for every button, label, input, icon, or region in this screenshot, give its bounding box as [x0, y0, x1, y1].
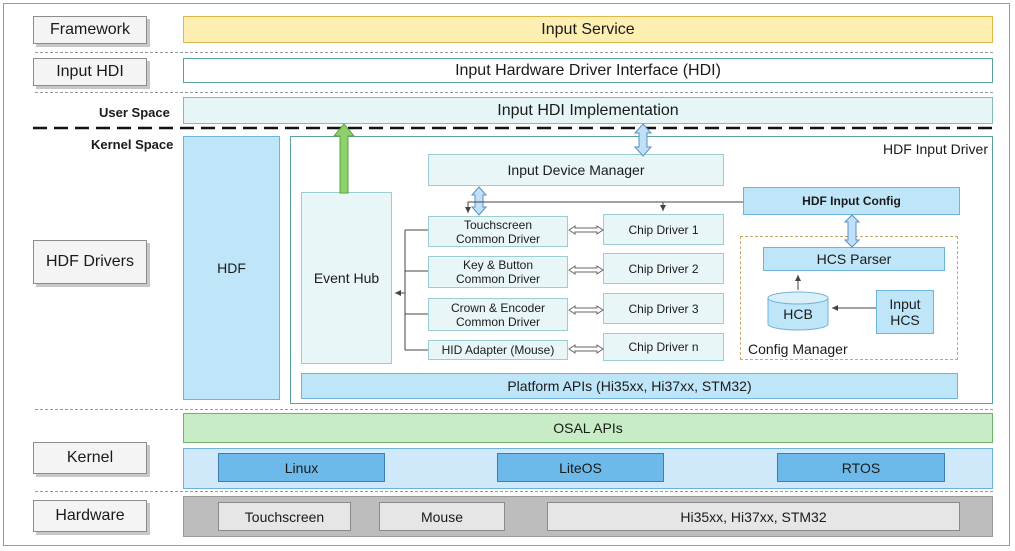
diagram-frame	[3, 3, 1010, 546]
driver-chip-link-2	[568, 265, 604, 275]
user-space-label: User Space	[99, 105, 170, 120]
hdi-interface-box: Input Hardware Driver Interface (HDI)	[183, 58, 993, 83]
kernel-space-label: Kernel Space	[91, 137, 174, 152]
input-hcs-box: Input HCS	[876, 290, 934, 334]
osal-apis-box: OSAL APIs	[183, 413, 993, 443]
hcs-parser-box: HCS Parser	[763, 247, 945, 271]
separator-line	[35, 409, 993, 410]
input-device-manager-box: Input Device Manager	[428, 154, 724, 186]
touchscreen-common-driver-box: Touchscreen Common Driver	[428, 216, 568, 247]
chip-driver-3-box: Chip Driver 3	[603, 293, 724, 324]
layer-label-input-hdi: Input HDI	[33, 58, 147, 86]
layer-label-kernel: Kernel	[33, 442, 147, 474]
driver-chip-link-3	[568, 305, 604, 315]
hdi-implementation-box: Input HDI Implementation	[183, 97, 993, 124]
mouse-hardware-box: Mouse	[379, 502, 505, 531]
linux-box: Linux	[218, 453, 385, 482]
input-service-box: Input Service	[183, 16, 993, 43]
liteos-box: LiteOS	[497, 453, 664, 482]
config-to-driver-line	[465, 201, 743, 213]
driver-chip-link-1	[568, 225, 604, 235]
hcb-cylinder	[767, 291, 829, 331]
chip-driver-1-box: Chip Driver 1	[603, 214, 724, 245]
config-manager-label: Config Manager	[748, 341, 848, 357]
device-manager-driver-arrow	[470, 186, 488, 216]
config-parser-arrow	[843, 214, 861, 248]
hdf-input-driver-label: HDF Input Driver	[882, 141, 988, 157]
layer-label-hardware: Hardware	[33, 500, 147, 532]
crown-encoder-common-driver-box: Crown & Encoder Common Driver	[428, 298, 568, 331]
platform-apis-box: Platform APIs (Hi35xx, Hi37xx, STM32)	[301, 373, 958, 399]
driver-chip-link-n	[568, 344, 604, 354]
hdi-device-manager-arrow	[633, 123, 653, 157]
hdf-input-config-box: HDF Input Config	[743, 187, 960, 215]
layer-label-hdf-drivers: HDF Drivers	[33, 240, 147, 284]
layer-label-framework: Framework	[33, 16, 147, 44]
hdf-box: HDF	[183, 136, 280, 400]
separator-line	[35, 92, 993, 93]
hcb-label: HCB	[783, 306, 813, 322]
chip-driver-n-box: Chip Driver n	[603, 333, 724, 361]
touchscreen-hardware-box: Touchscreen	[218, 502, 351, 531]
event-report-arrow	[332, 123, 356, 194]
key-button-common-driver-box: Key & Button Common Driver	[428, 256, 568, 288]
separator-line	[35, 491, 993, 492]
soc-hardware-box: Hi35xx, Hi37xx, STM32	[547, 502, 960, 531]
rtos-box: RTOS	[777, 453, 945, 482]
hid-adapter-box: HID Adapter (Mouse)	[428, 340, 568, 360]
chip-driver-2-box: Chip Driver 2	[603, 253, 724, 284]
event-hub-box: Event Hub	[301, 192, 392, 364]
separator-line	[35, 52, 993, 53]
